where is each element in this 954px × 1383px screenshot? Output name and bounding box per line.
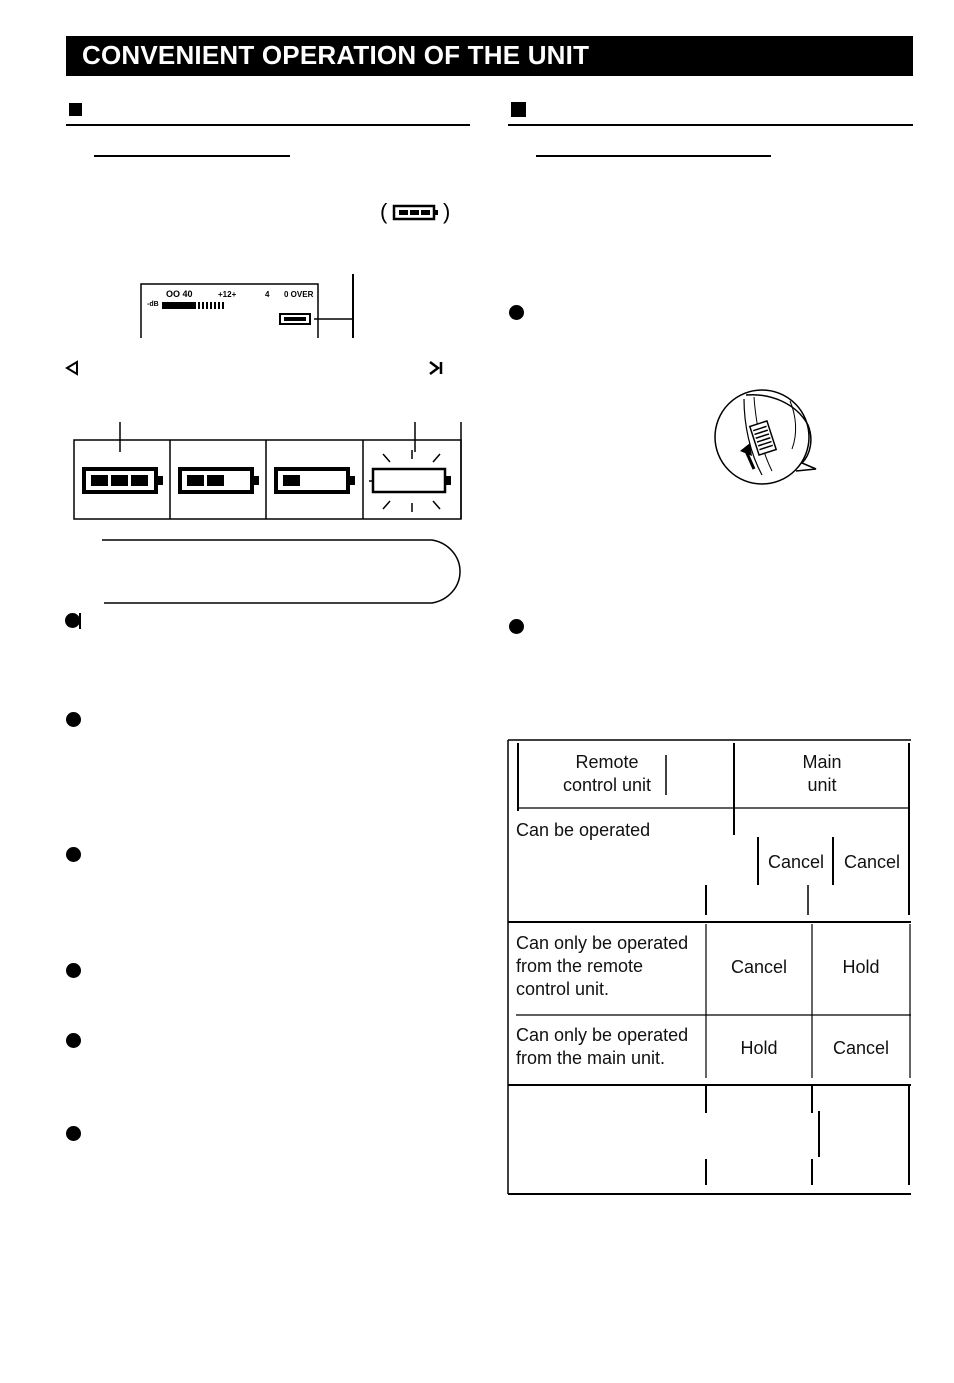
bullet-left-4 xyxy=(66,963,81,978)
subheading-underline-left xyxy=(94,155,290,157)
battery-level-2 xyxy=(178,467,259,494)
table-header-main: Main unit xyxy=(802,752,842,795)
battery-level-3 xyxy=(82,467,163,494)
section-rule-left xyxy=(66,124,470,126)
table-row-3-main: Cancel xyxy=(832,1038,890,1058)
display-label-12: +12+ xyxy=(218,290,237,299)
arrow-left-icon xyxy=(65,360,79,376)
bullet-left-6 xyxy=(66,1126,81,1141)
table-row-1-label: Can be operated xyxy=(516,820,651,840)
table-row-2-label: Can only be operated from the remote con… xyxy=(516,933,689,999)
display-label-4: 4 xyxy=(265,290,270,299)
table-row-3-remote: Hold xyxy=(740,1038,778,1058)
bullet-left-3 xyxy=(66,847,81,862)
table-row-1-main: Cancel xyxy=(843,852,901,872)
svg-text:): ) xyxy=(443,199,450,224)
page-title: CONVENIENT OPERATION OF THE UNIT xyxy=(82,40,590,70)
arrow-right-icon xyxy=(428,360,444,376)
svg-text:(: ( xyxy=(380,199,388,224)
table-header-remote: Remote control unit xyxy=(562,752,652,795)
hold-table: Remote control unit Main unit Can be ope… xyxy=(507,739,913,1195)
display-label-db: -dB xyxy=(147,301,159,308)
hold-switch-icon xyxy=(710,385,822,489)
bullet-left-2 xyxy=(66,712,81,727)
display-label-over: 0 OVER xyxy=(284,290,314,299)
display-panel: OO 40 +12+ 4 0 OVER -dB xyxy=(138,274,360,340)
note-box xyxy=(98,537,472,607)
table-row-2-remote: Cancel xyxy=(730,957,788,977)
battery-level-1 xyxy=(274,467,355,494)
section-marker-right xyxy=(511,102,526,117)
table-row-3-label: Can only be operated from the main unit. xyxy=(516,1025,689,1068)
bullet-left-5 xyxy=(66,1033,81,1048)
display-label-40: OO 40 xyxy=(166,289,193,299)
bullet-right-1 xyxy=(509,305,524,320)
battery-level-diagram xyxy=(72,420,464,522)
table-row-1-remote: Cancel xyxy=(767,852,825,872)
section-rule-right xyxy=(508,124,913,126)
subheading-underline-right xyxy=(536,155,771,157)
bullet-right-2 xyxy=(509,619,524,634)
battery-icon: ( ) xyxy=(380,199,452,227)
section-marker-left xyxy=(69,103,82,116)
table-row-2-main: Hold xyxy=(842,957,880,977)
bullet-left-1-mark xyxy=(79,613,81,629)
title-bar: CONVENIENT OPERATION OF THE UNIT xyxy=(66,36,913,76)
bullet-left-1 xyxy=(65,613,80,628)
battery-level-0 xyxy=(369,450,451,512)
